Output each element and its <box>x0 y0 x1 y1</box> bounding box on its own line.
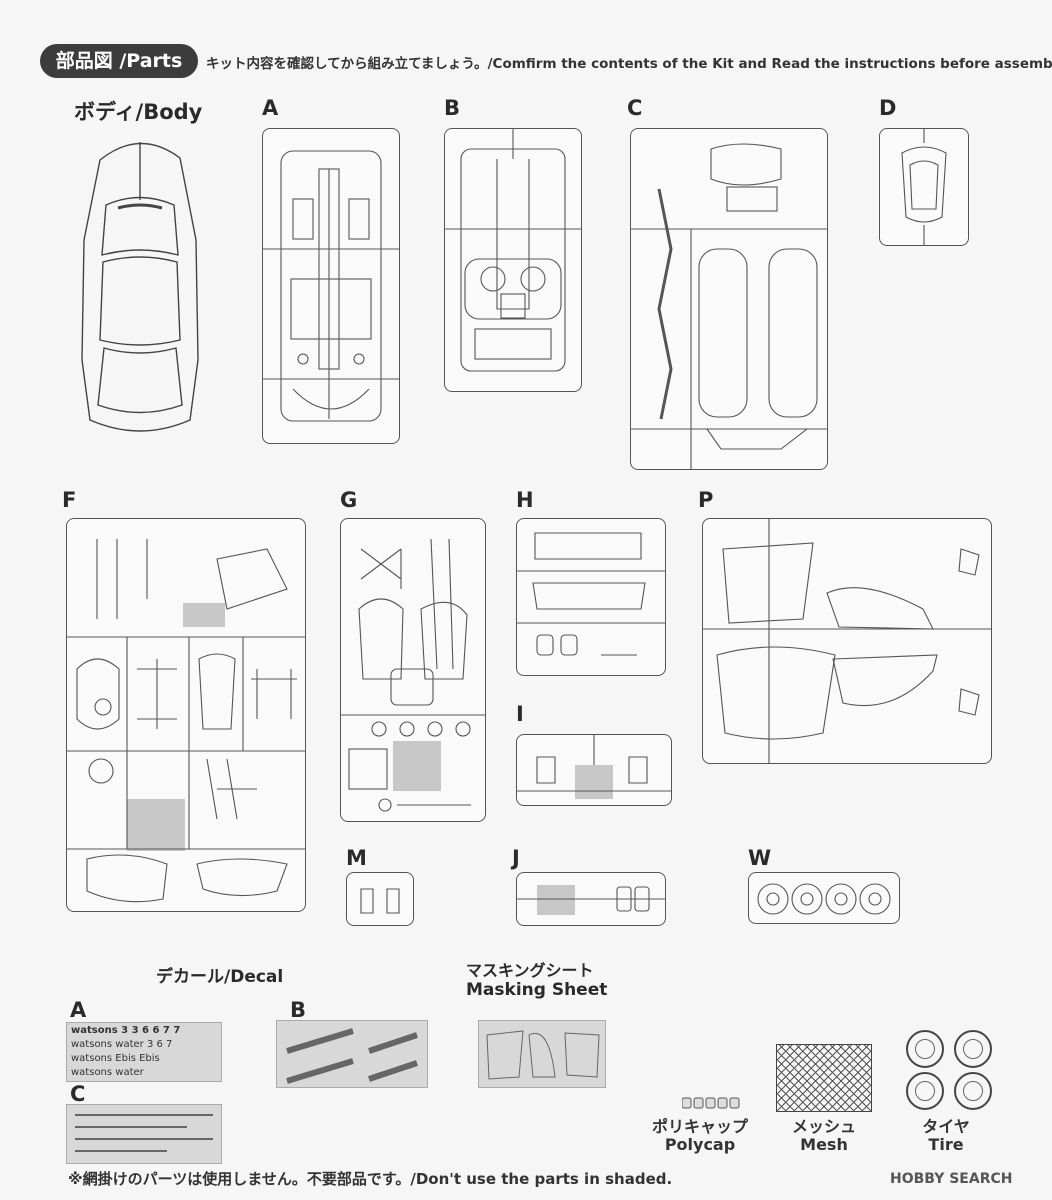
decal-sheet-a: watsons 3 3 6 6 7 7 watsons water 3 6 7 … <box>66 1022 222 1082</box>
tire-icon <box>906 1030 944 1068</box>
section-h-label: H <box>516 488 534 512</box>
sprue-w <box>748 872 900 924</box>
sprue-g <box>340 518 486 822</box>
sprue-j <box>516 872 666 926</box>
sprue-a <box>262 128 400 444</box>
sprue-p <box>702 518 992 764</box>
decal-a-line: watsons water 3 6 7 <box>71 1039 173 1050</box>
masking-title-en: Masking Sheet <box>466 980 608 1000</box>
decal-sheet-b <box>276 1020 428 1088</box>
mesh-label-en: Mesh <box>800 1135 848 1154</box>
decal-a-line: watsons Ebis Ebis <box>71 1053 160 1064</box>
sprue-i <box>516 734 672 806</box>
section-d-label: D <box>879 96 897 120</box>
section-m-label: M <box>346 846 367 870</box>
sprue-d <box>879 128 969 246</box>
intro-text: キット内容を確認してから組み立てましょう。/Comfirm the conten… <box>206 56 1052 72</box>
polycap-label-en: Polycap <box>664 1135 736 1154</box>
section-i-label: I <box>516 702 524 726</box>
masking-sheet <box>478 1020 606 1088</box>
decal-c-label: C <box>70 1082 86 1106</box>
tire-icon <box>954 1030 992 1068</box>
shaded-part <box>127 799 185 851</box>
sprue-m <box>346 872 414 926</box>
section-a-label: A <box>262 96 279 120</box>
shaded-part <box>393 741 441 791</box>
section-j-label: J <box>512 846 520 870</box>
section-body-label: ボディ/Body <box>74 100 203 124</box>
polycap-parts <box>682 1096 742 1110</box>
mesh-label-jp: メッシュ <box>791 1117 856 1136</box>
section-c-label: C <box>627 96 643 120</box>
section-p-label: P <box>698 488 714 512</box>
section-f-label: F <box>62 488 77 512</box>
section-g-label: G <box>340 488 358 512</box>
decal-b-label: B <box>290 998 307 1022</box>
tire-label-en: Tire <box>928 1135 964 1154</box>
shaded-part <box>537 885 575 915</box>
sprue-h <box>516 518 666 676</box>
section-w-label: W <box>748 846 772 870</box>
sprue-c <box>630 128 828 470</box>
shaded-part <box>575 765 613 799</box>
decal-a-line: watsons water <box>71 1067 144 1078</box>
tire-icon <box>906 1072 944 1110</box>
section-b-label: B <box>444 96 461 120</box>
parts-badge: 部品図 /Parts <box>40 44 198 78</box>
sprue-f <box>66 518 306 912</box>
decal-a-label: A <box>70 998 87 1022</box>
masking-title-jp: マスキングシート <box>466 961 594 980</box>
shaded-part <box>183 603 225 627</box>
decal-title: デカール/Decal <box>156 967 284 987</box>
tire-icon <box>954 1072 992 1110</box>
decal-a-line: watsons 3 3 6 6 7 7 <box>71 1025 181 1036</box>
decal-sheet-c <box>66 1104 222 1164</box>
polycap-label-jp: ポリキャップ <box>651 1117 748 1136</box>
sprue-b <box>444 128 582 392</box>
mesh-sheet <box>776 1044 872 1112</box>
watermark: HOBBY SEARCH <box>890 1171 1013 1187</box>
shaded-parts-note: ※網掛けのパーツは使用しません。不要部品です。/Don't use the pa… <box>68 1170 673 1188</box>
tire-label-jp: タイヤ <box>922 1117 970 1136</box>
